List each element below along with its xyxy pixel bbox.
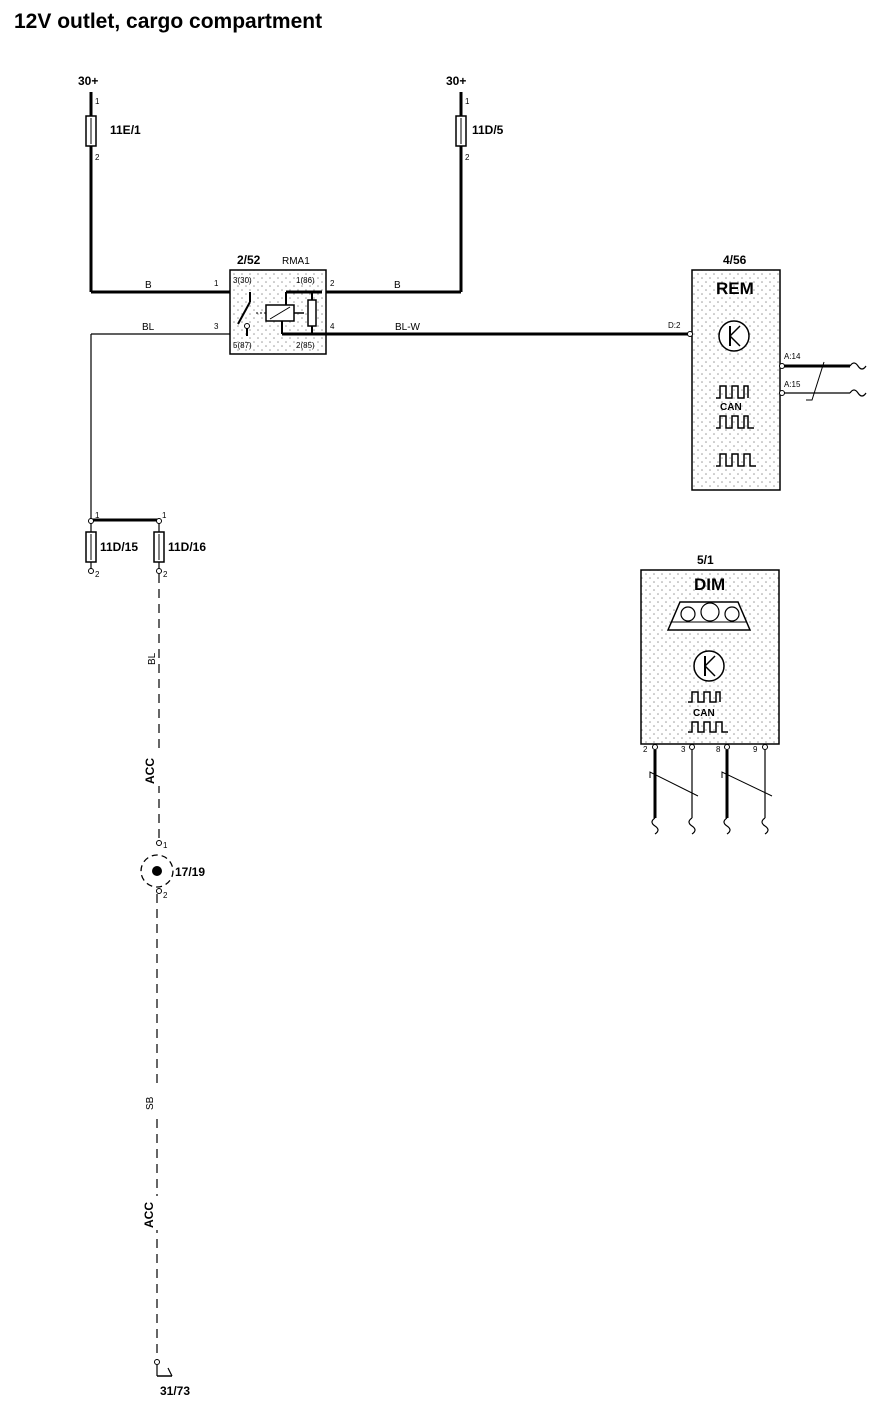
wire-label-bl-relay: BL <box>142 322 155 333</box>
instrument-cluster-icon <box>666 601 752 631</box>
wire-break-a14 <box>849 362 867 370</box>
rem-pin-a14: A:14 <box>784 352 801 361</box>
wire-label-sb: SB <box>145 1096 156 1110</box>
dim-id-label: 5/1 <box>697 553 714 567</box>
supply-30-right-label: 30+ <box>446 74 466 88</box>
rem-pin-a15: A:15 <box>784 380 801 389</box>
relay-pin-2-ext: 2 <box>330 279 335 288</box>
rem-pin-d2: D:2 <box>668 321 681 330</box>
fuse-11e1-label: 11E/1 <box>110 123 141 137</box>
can-signal-icon <box>688 691 728 733</box>
twisted-pair-mark <box>649 771 699 797</box>
fuse-11d15-pin2: 2 <box>95 570 100 579</box>
fuse-11e1-pin1: 1 <box>95 97 100 106</box>
wire-label-b-right: B <box>394 280 401 291</box>
wire-break-dim-9 <box>761 817 769 835</box>
relay-name-label: RMA1 <box>282 256 310 267</box>
fuse-icon <box>455 115 467 147</box>
outlet-pin2: 2 <box>163 891 168 900</box>
relay-icon: 3(30) 1(86) 5(87) 2(85) <box>229 269 327 355</box>
rem-id-label: 4/56 <box>723 253 747 267</box>
dim-can-label: CAN <box>693 708 715 719</box>
page-title: 12V outlet, cargo compartment <box>14 10 322 33</box>
relay-pin-30: 3(30) <box>233 276 252 285</box>
ground-icon <box>154 1359 173 1377</box>
transistor-icon <box>718 320 750 352</box>
relay-id-label: 2/52 <box>237 253 261 267</box>
fuse-11d16-pin2: 2 <box>163 570 168 579</box>
relay-pin-4-ext: 4 <box>330 322 335 331</box>
fuse-icon <box>85 531 97 563</box>
fuse-icon <box>153 531 165 563</box>
wire-break-dim-3 <box>688 817 696 835</box>
dim-pin-2: 2 <box>643 745 648 754</box>
rem-name-label: REM <box>716 279 754 298</box>
dim-pin-8: 8 <box>716 745 721 754</box>
rem-module: REM CAN <box>691 269 781 491</box>
fuse-11d15-pin1: 1 <box>95 511 100 520</box>
fuse-11d5-label: 11D/5 <box>472 123 504 137</box>
fuse-11e1-pin2: 2 <box>95 153 100 162</box>
dim-name-label: DIM <box>694 575 725 594</box>
dim-pin-9: 9 <box>753 745 758 754</box>
wire-label-acc-1: ACC <box>143 758 157 784</box>
twisted-pair-mark <box>721 771 773 797</box>
wire-label-bl-vertical: BL <box>147 652 158 665</box>
dim-pin-3: 3 <box>681 745 686 754</box>
twisted-pair-mark <box>806 361 825 401</box>
wire-break-dim-8 <box>723 817 731 835</box>
outlet-label: 17/19 <box>175 865 205 879</box>
fuse-11d16-pin1: 1 <box>162 511 167 520</box>
supply-30-left-label: 30+ <box>78 74 98 88</box>
rem-can-label: CAN <box>720 402 742 413</box>
fuse-11d5-pin1: 1 <box>465 97 470 106</box>
wire-label-acc-2: ACC <box>142 1202 156 1228</box>
fuse-11d16-label: 11D/16 <box>168 540 206 554</box>
relay-pin-85: 2(85) <box>296 341 315 350</box>
fuse-icon <box>85 115 97 147</box>
fuse-11d5-pin2: 2 <box>465 153 470 162</box>
fuse-11d15-label: 11D/15 <box>100 540 138 554</box>
wire-label-bl-w: BL-W <box>395 322 421 333</box>
dim-module: DIM CAN <box>640 569 780 745</box>
can-signal-icon <box>716 385 756 467</box>
relay-pin-87: 5(87) <box>233 341 252 350</box>
ground-label: 31/73 <box>160 1384 190 1398</box>
relay-pin-1-ext: 1 <box>214 279 219 288</box>
wire-break-a15 <box>849 389 867 397</box>
relay-pin-3-ext: 3 <box>214 322 219 331</box>
wire-break-dim-2 <box>651 817 659 835</box>
transistor-icon <box>693 650 725 682</box>
power-outlet-icon <box>140 854 174 888</box>
wire-label-b-left: B <box>145 280 152 291</box>
outlet-pin1: 1 <box>163 841 168 850</box>
relay-pin-86: 1(86) <box>296 276 315 285</box>
